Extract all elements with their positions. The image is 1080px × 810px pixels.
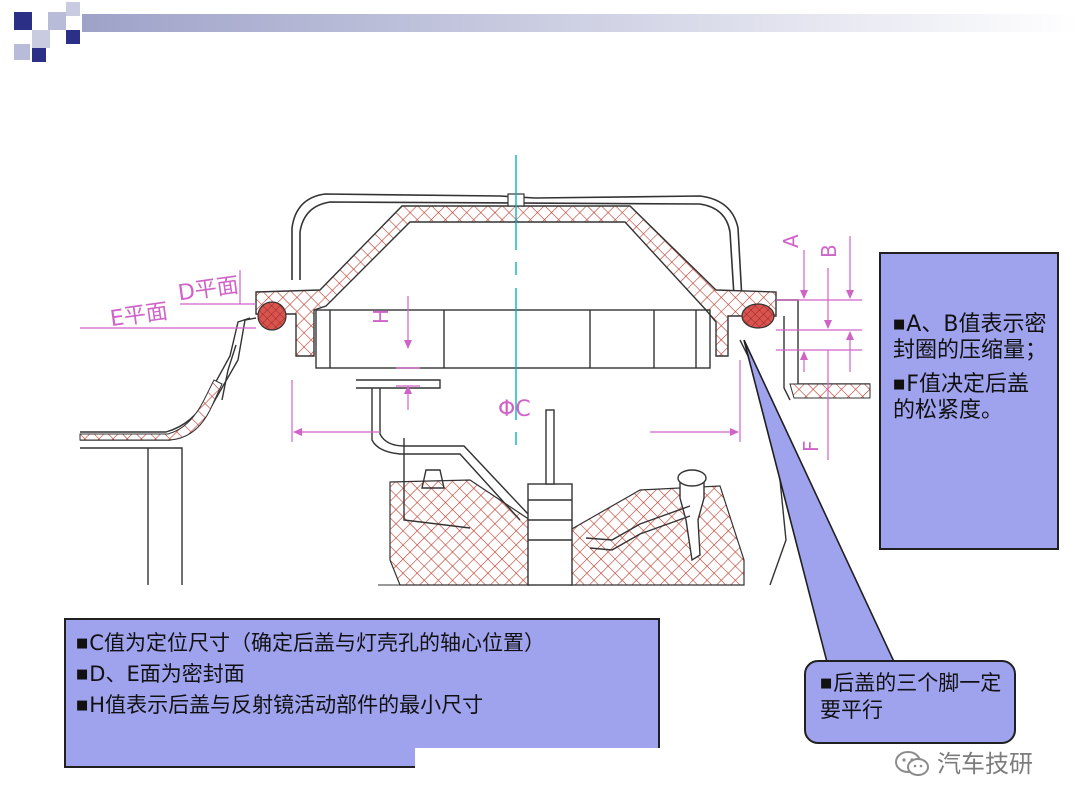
callout-text: 后盖的三个脚一定要平行 <box>820 671 1002 722</box>
label-h: H <box>369 309 393 324</box>
housing-left-section <box>79 379 223 441</box>
watermark-text: 汽车技研 <box>937 750 1033 778</box>
bulb-contact-wire <box>356 379 691 551</box>
bullet-icon: ■ <box>893 377 906 392</box>
box-overlay <box>415 748 660 768</box>
bullet-icon: ■ <box>76 698 89 713</box>
watermark: 汽车技研 <box>893 746 1063 782</box>
seal-rings <box>257 301 775 331</box>
label-a: A <box>779 234 803 248</box>
deco-square <box>66 2 80 16</box>
label-b: B <box>817 244 841 258</box>
callout-text: D、E面为密封面 <box>89 662 245 686</box>
header-gradient-bar <box>82 14 1080 32</box>
deco-square <box>32 30 50 48</box>
deco-square <box>66 30 80 44</box>
callout-text: F值决定后盖的松紧度。 <box>893 372 1029 423</box>
deco-square <box>14 12 32 30</box>
header-decoration <box>14 2 1080 62</box>
lamp-housing-left <box>80 317 257 585</box>
dimension-lines <box>80 236 862 460</box>
rear-cover-section <box>255 205 777 357</box>
bulb-holder <box>527 409 707 586</box>
callout-line: ■D、E面为密封面 <box>76 659 650 690</box>
bulb-socket-section <box>389 479 531 586</box>
callout-text: A、B值表示密封圈的压缩量； <box>893 312 1048 363</box>
bullet-icon: ■ <box>893 317 906 332</box>
bullet-icon: ■ <box>76 636 89 651</box>
bulb-socket-section-right <box>569 485 745 586</box>
label-d-plane: D平面 <box>177 273 241 306</box>
wechat-icon <box>895 751 929 776</box>
callout-text: H值表示后盖与反射镜活动部件的最小尺寸 <box>89 693 484 717</box>
bullet-icon: ■ <box>820 676 833 691</box>
label-e-plane: E平面 <box>109 299 170 332</box>
callout-line: ■H值表示后盖与反射镜活动部件的最小尺寸 <box>76 690 650 721</box>
callout-line: ■A、B值表示密封圈的压缩量； <box>893 312 1049 364</box>
callout-line: ■后盖的三个脚一定要平行 <box>820 670 1006 723</box>
housing-right-section <box>789 383 871 399</box>
callout-line: ■C值为定位尺寸（确定后盖与灯壳孔的轴心位置） <box>76 628 650 659</box>
callout-line: ■F值决定后盖的松紧度。 <box>893 372 1049 424</box>
label-phi-c: ΦC <box>498 397 531 422</box>
deco-square <box>32 48 46 62</box>
callout-rear-cover-feet: ■后盖的三个脚一定要平行 <box>804 660 1016 744</box>
bullet-icon: ■ <box>76 667 89 682</box>
deco-square <box>48 12 66 30</box>
label-f: F <box>799 440 823 452</box>
callout-ab-values: ■A、B值表示密封圈的压缩量； ■F值决定后盖的松紧度。 <box>879 252 1059 550</box>
callout-cdh-values: ■C值为定位尺寸（确定后盖与灯壳孔的轴心位置） ■D、E面为密封面 ■H值表示后… <box>64 618 660 768</box>
reflector-ring <box>315 309 711 369</box>
deco-square <box>14 44 30 60</box>
callout-text: C值为定位尺寸（确定后盖与灯壳孔的轴心位置） <box>89 631 545 655</box>
